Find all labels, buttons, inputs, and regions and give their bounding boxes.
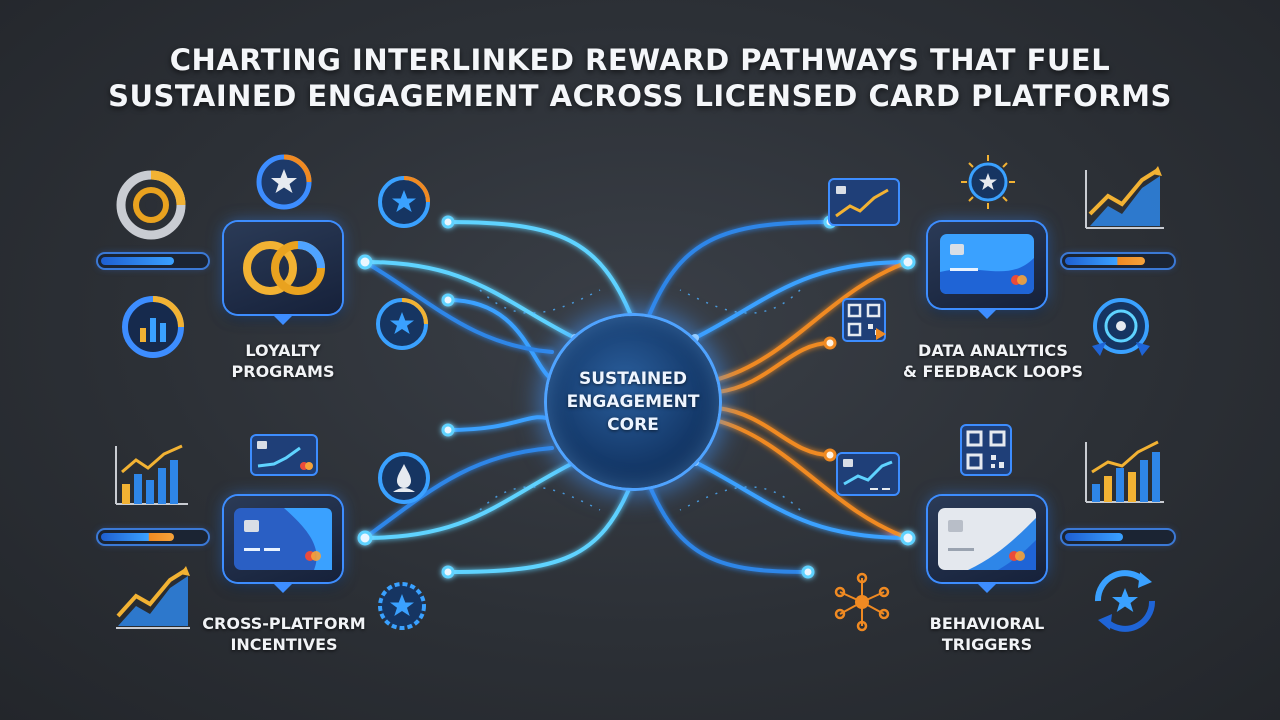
node-behavioral-orange (823, 448, 837, 462)
engagement-core: SUSTAINED ENGAGEMENT CORE (547, 316, 719, 488)
user-badge-icon (378, 452, 430, 504)
link-analytics-orange-1 (713, 260, 910, 382)
link-behavioral-orange-1 (713, 418, 910, 540)
behavioral-hub-tile[interactable] (928, 496, 1046, 593)
behavioral-progress-fill (1065, 533, 1123, 541)
node-loyalty-main (357, 254, 373, 270)
credit-card-icon (234, 508, 332, 570)
refresh-star-icon (1094, 570, 1156, 632)
link-loyalty-upper (446, 220, 634, 320)
analytics-progress-fill (1065, 257, 1145, 265)
diagram-title: CHARTING INTERLINKED REWARD PATHWAYS THA… (0, 42, 1280, 114)
link-cross-main (363, 460, 577, 540)
link-behavioral-main (693, 460, 910, 540)
star-badge-icon (376, 298, 428, 350)
bar-chart-icon (1085, 440, 1164, 503)
qr-code-icon (842, 298, 886, 342)
loyalty-hub-tile[interactable] (224, 222, 342, 325)
analytics-progress-bar (1062, 254, 1174, 268)
link-analytics-main (693, 260, 910, 340)
title-line-2: SUSTAINED ENGAGEMENT ACROSS LICENSED CAR… (108, 79, 1172, 113)
analytics-label: DATA ANALYTICS & FEEDBACK LOOPS (903, 341, 1083, 381)
node-loyalty-lower (441, 293, 455, 307)
trend-chart-icon (116, 566, 190, 629)
qr-code-icon (960, 424, 1012, 476)
node-analytics-orange (823, 336, 837, 350)
target-rings-icon (116, 170, 186, 240)
link-analytics-upper (646, 220, 832, 320)
link-cross-lower (446, 480, 634, 574)
title-line-1: CHARTING INTERLINKED REWARD PATHWAYS THA… (169, 43, 1111, 77)
loyalty-label: LOYALTY PROGRAMS (231, 341, 335, 381)
linked-rings-icon (243, 241, 325, 295)
node-behavioral-main (900, 530, 916, 546)
loyalty-progress-bar (98, 254, 208, 268)
sun-star-icon (961, 155, 1015, 209)
node-analytics-main (900, 254, 916, 270)
cross-platform-progress-fill (101, 533, 174, 541)
node-loyalty-upper (441, 215, 455, 229)
link-loyalty-main (363, 260, 577, 340)
link-behavioral-orange-2 (716, 406, 832, 457)
card-chart-icon (828, 178, 900, 226)
dotted-arc-upper-right (679, 289, 801, 314)
link-behavioral-lower (646, 480, 810, 574)
star-badge-icon (378, 176, 430, 228)
network-nodes-icon (834, 572, 890, 632)
analytics-hub-tile[interactable] (928, 222, 1046, 319)
node-cross-main (357, 530, 373, 546)
node-cross-upper (441, 423, 455, 437)
star-badge-icon (256, 154, 312, 210)
credit-card-icon (940, 234, 1034, 294)
star-badge-icon (378, 582, 426, 630)
behavioral-progress-bar (1062, 530, 1174, 544)
link-cross-upper (446, 415, 554, 432)
behavioral-label: BEHAVIORAL TRIGGERS (929, 614, 1045, 654)
node-behavioral-lower (801, 565, 815, 579)
credit-card-icon (938, 508, 1036, 570)
link-cross-mid (363, 446, 554, 540)
link-analytics-orange-2 (716, 341, 832, 394)
cross-platform-label: CROSS-PLATFORM INCENTIVES (202, 614, 366, 654)
bar-chart-gauge-icon (122, 296, 184, 358)
bar-chart-icon (115, 444, 188, 505)
cross-platform-hub-tile[interactable] (224, 496, 342, 593)
dotted-arc-lower-right (679, 486, 801, 511)
trend-chart-icon (1085, 166, 1164, 229)
node-cross-lower (441, 565, 455, 579)
loyalty-progress-fill (101, 257, 174, 265)
link-loyalty-lower (446, 298, 552, 380)
card-trend-icon (250, 434, 318, 476)
cross-platform-progress-bar (98, 530, 208, 544)
card-trend-icon (836, 452, 900, 496)
link-loyalty-mid (363, 260, 554, 354)
target-gauge-icon (1092, 298, 1150, 356)
core-label: SUSTAINED ENGAGEMENT CORE (566, 368, 700, 435)
